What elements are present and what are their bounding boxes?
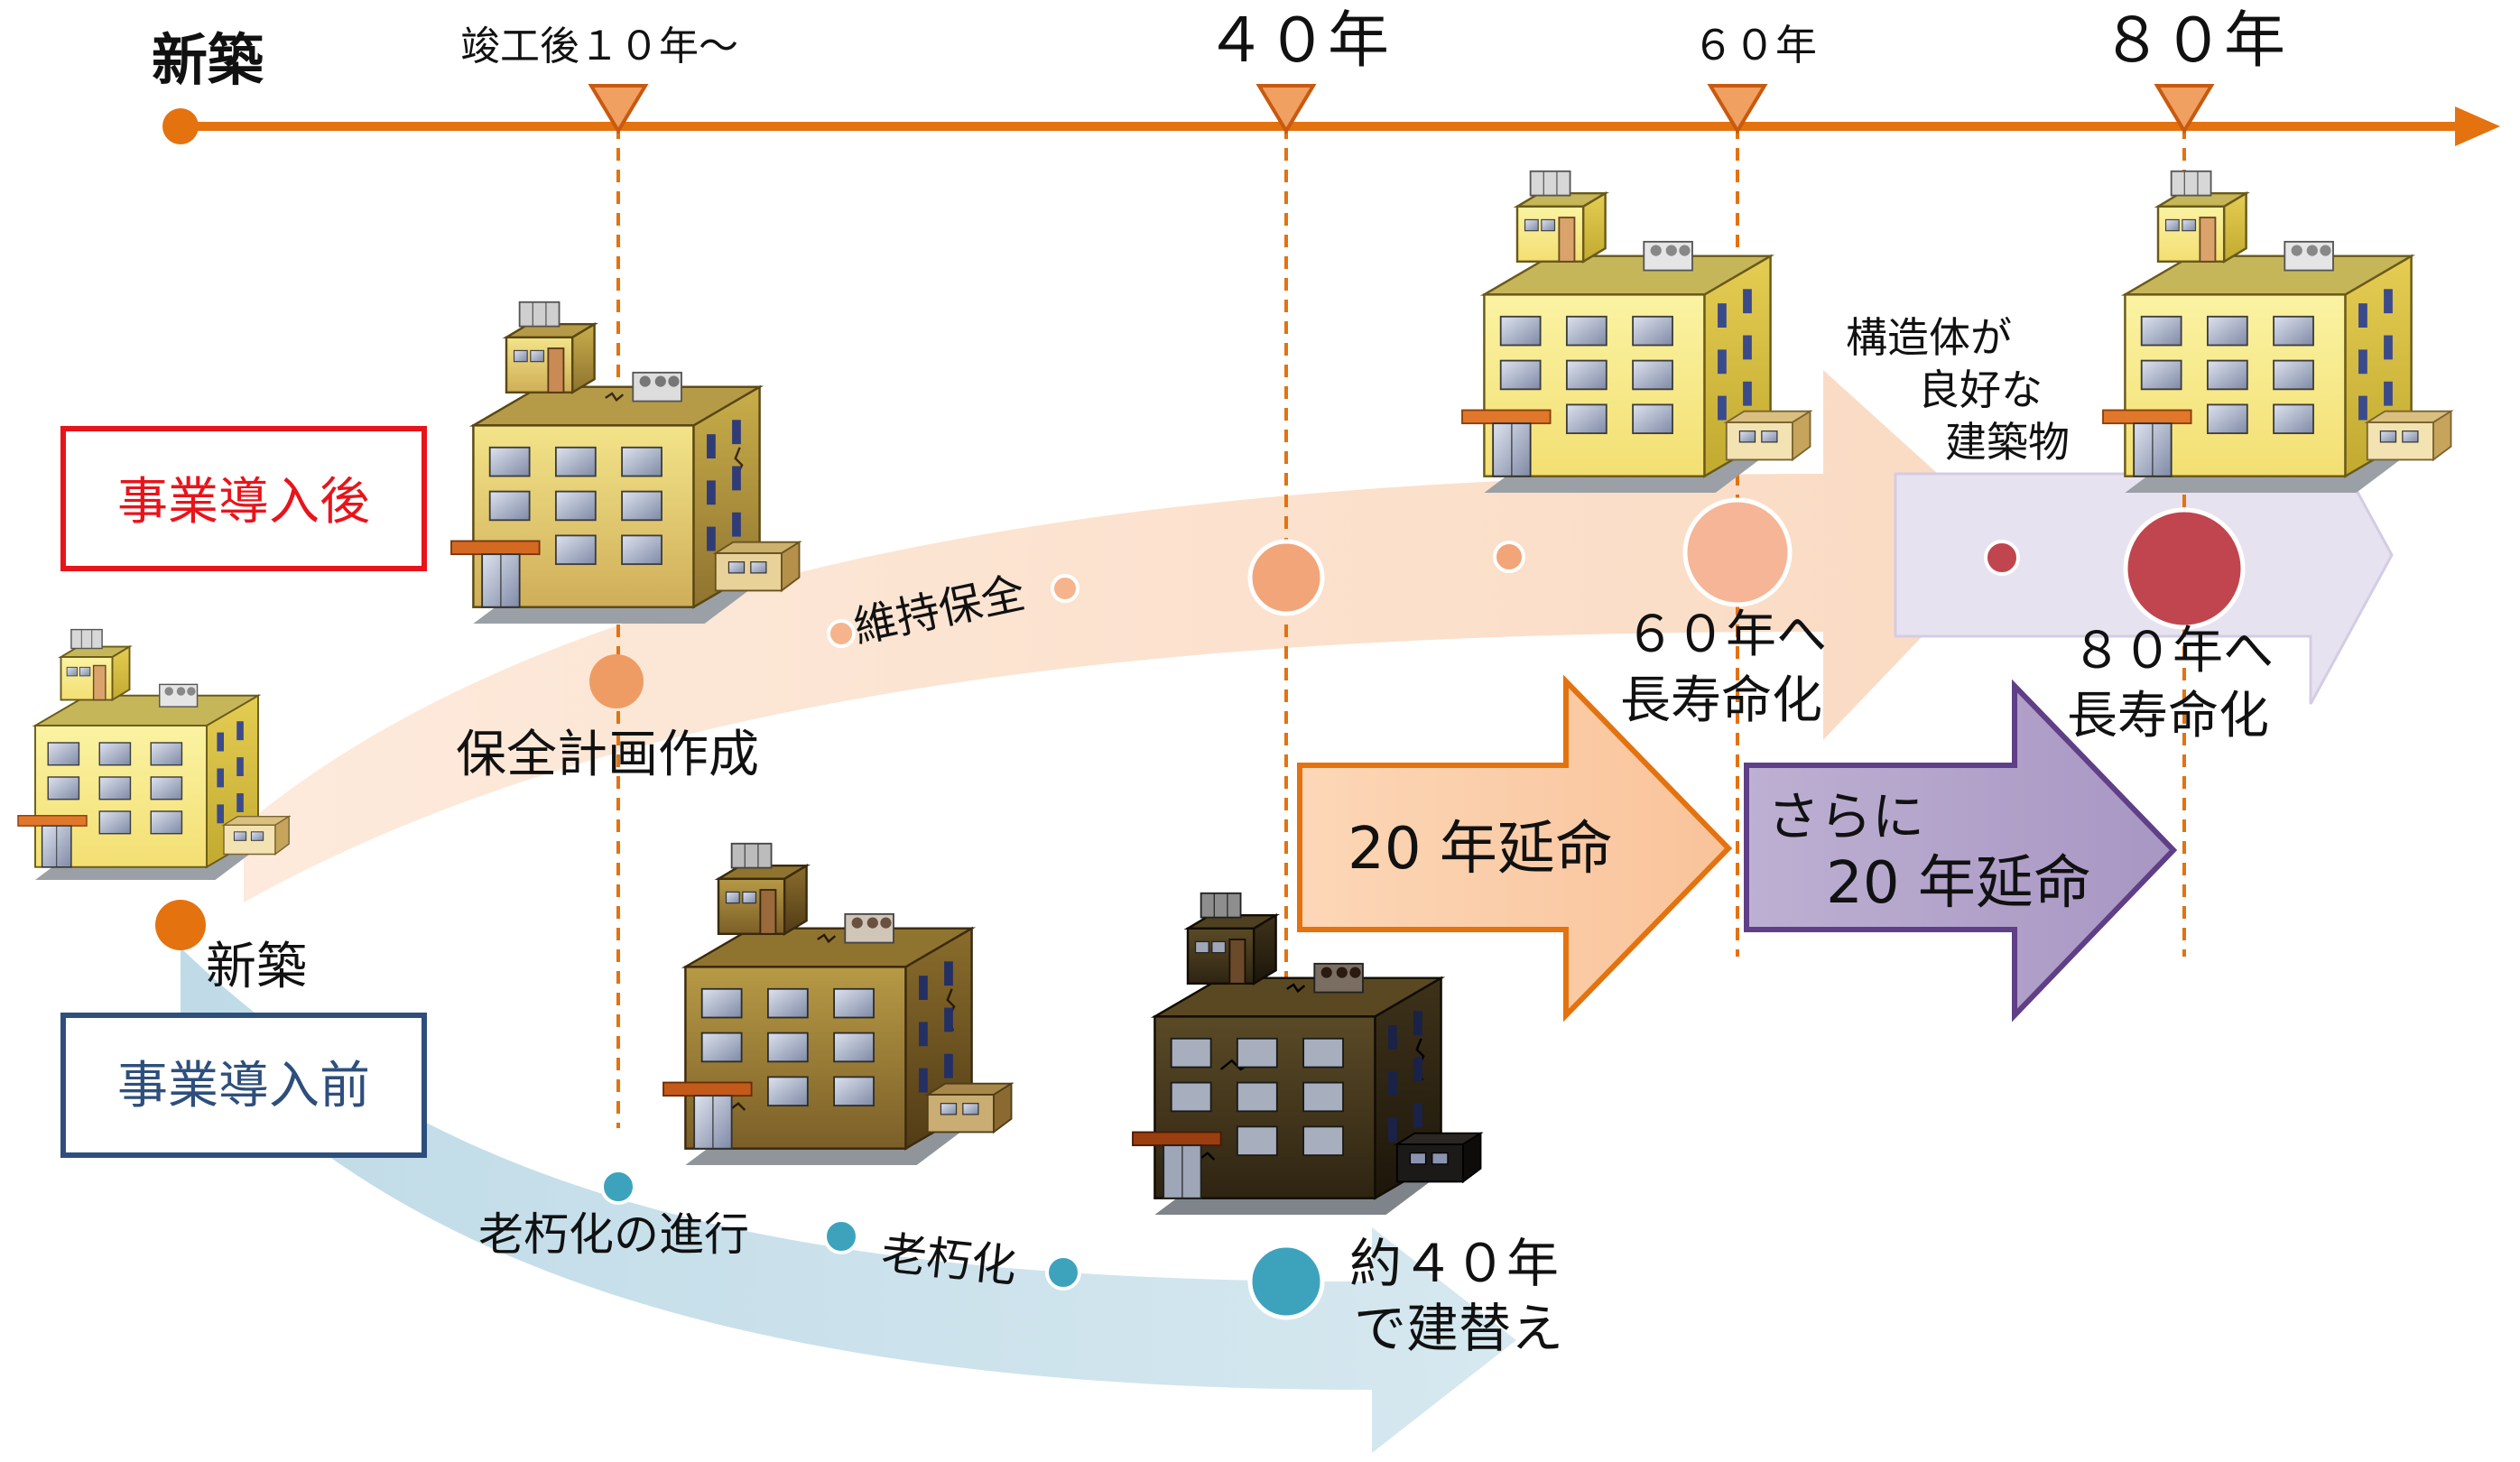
building-after-60yr bbox=[1460, 170, 1811, 495]
label-rebuild-line2: で建替え bbox=[1354, 1298, 1563, 1359]
before-legend-box: 事業導入前 bbox=[60, 1013, 427, 1158]
dot-aging-progress bbox=[600, 1169, 636, 1205]
label-extend80-line2: 長寿命化 bbox=[2067, 687, 2269, 745]
extend20-label: 20 年延命 bbox=[1348, 816, 1613, 883]
dot-rebuild bbox=[1247, 1243, 1325, 1320]
timeline-marker-label: ６０年 bbox=[1692, 21, 1817, 69]
timeline-arrowhead bbox=[2455, 106, 2500, 146]
after-band-arrow bbox=[244, 370, 2013, 902]
building-after-10yr bbox=[449, 301, 801, 625]
after-legend-box: 事業導入後 bbox=[60, 426, 427, 571]
building-before-aging bbox=[662, 842, 1013, 1167]
dot-60yr bbox=[1682, 497, 1793, 607]
dot-plan bbox=[589, 654, 644, 708]
label-extend60-line2: 長寿命化 bbox=[1620, 671, 1822, 730]
label-good-line3: 建築物 bbox=[1945, 418, 2070, 467]
further-label-line1: さらに bbox=[1767, 786, 1924, 847]
label-good-line1: 構造体が bbox=[1846, 313, 2012, 362]
label-extend80-line1: ８０年へ bbox=[2071, 622, 2274, 680]
timeline-marker-label: ８０年 bbox=[2101, 5, 2285, 77]
dot-aging bbox=[1045, 1254, 1081, 1291]
dot-maint-small bbox=[827, 619, 856, 648]
timeline-start-dot bbox=[162, 108, 199, 144]
timeline-marker-label: 竣工後１０年～ bbox=[460, 23, 738, 69]
dot-maint-small bbox=[1493, 541, 1525, 573]
dot-start-new bbox=[155, 900, 206, 950]
after-legend-label: 事業導入後 bbox=[117, 473, 370, 532]
label-extend60-line1: ６０年へ bbox=[1625, 606, 1827, 664]
timeline-marker: ６０年 bbox=[1692, 21, 1817, 134]
building-after-80yr bbox=[2101, 170, 2452, 495]
dot-aging bbox=[823, 1218, 859, 1254]
dot-good-building bbox=[1984, 540, 2020, 576]
timeline-start-label: 新築 bbox=[152, 27, 264, 93]
label-rebuild-line1: 約４０年 bbox=[1349, 1233, 1559, 1294]
before-legend-label: 事業導入前 bbox=[117, 1057, 370, 1115]
timeline-marker: 竣工後１０年～ bbox=[460, 23, 738, 134]
label-good-line2: 良好な bbox=[1918, 366, 2043, 414]
extend20-arrow: 20 年延命 bbox=[1297, 674, 1733, 1022]
building-before-40yr bbox=[1131, 892, 1482, 1217]
timeline-marker: ４０年 bbox=[1205, 5, 1389, 134]
further-label-line2: 20 年延命 bbox=[1826, 850, 2091, 917]
label-aging-progress: 老朽化の進行 bbox=[478, 1208, 749, 1261]
dot-80yr bbox=[2123, 507, 2246, 630]
label-new-build: 新築 bbox=[206, 938, 307, 996]
before-band-arrow bbox=[181, 948, 1516, 1453]
dot-maint-small bbox=[1051, 574, 1079, 603]
further-extend20-arrow: さらに 20 年延命 bbox=[1744, 679, 2178, 1022]
label-plan: 保全計画作成 bbox=[456, 726, 759, 784]
building-new-start bbox=[17, 628, 291, 881]
dot-40yr-after bbox=[1247, 539, 1325, 616]
timeline-marker-label: ４０年 bbox=[1205, 5, 1389, 77]
timeline-marker: ８０年 bbox=[2101, 5, 2285, 134]
